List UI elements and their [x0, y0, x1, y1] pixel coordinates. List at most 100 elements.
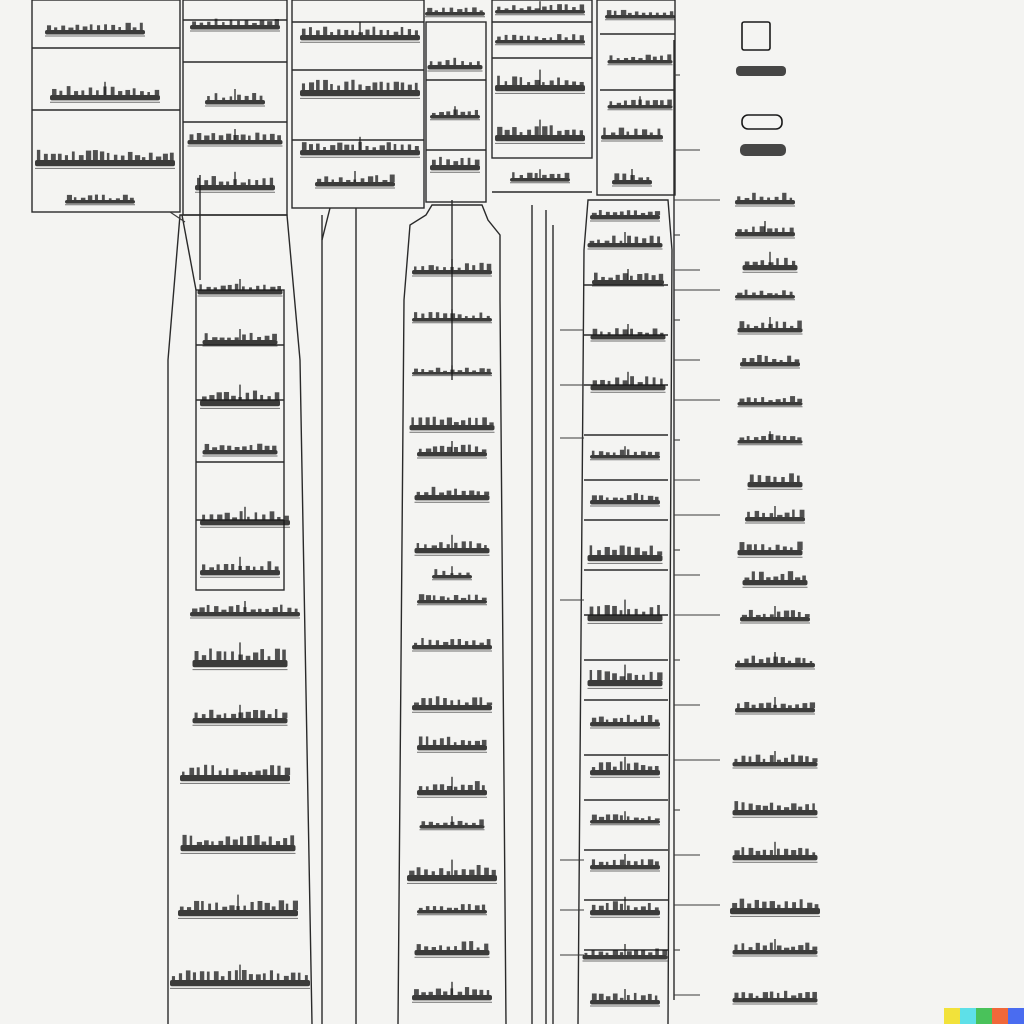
ship-superstructure: [790, 547, 793, 550]
ship-superstructure: [421, 637, 424, 645]
ship-superstructure: [626, 951, 632, 955]
ship-hull: [735, 708, 815, 713]
ship-superstructure: [474, 594, 478, 600]
ship-superstructure: [437, 61, 442, 65]
ship-superstructure: [769, 755, 774, 762]
ship-superstructure: [253, 652, 259, 660]
ship-superstructure: [92, 150, 98, 160]
ship-superstructure: [425, 417, 430, 425]
ship-superstructure: [407, 144, 412, 150]
ship-superstructure: [557, 34, 562, 40]
ship-superstructure: [308, 27, 312, 35]
ship-hull: [745, 517, 805, 522]
ship-superstructure: [638, 177, 643, 180]
ship-superstructure: [776, 945, 782, 950]
ship-superstructure: [504, 129, 510, 135]
ship-superstructure: [761, 322, 765, 328]
ship-superstructure: [769, 802, 774, 810]
ship-superstructure: [418, 736, 423, 745]
ship-superstructure: [755, 995, 759, 998]
ship-superstructure: [229, 19, 233, 25]
ship-superstructure: [476, 491, 480, 495]
ship-superstructure: [739, 321, 745, 328]
ship-superstructure: [486, 263, 492, 270]
ship-hull: [730, 908, 820, 915]
ship-hull: [607, 60, 673, 64]
connector-stub: [169, 211, 186, 223]
ship-superstructure: [598, 993, 604, 1000]
ship-superstructure: [227, 284, 232, 290]
ship-superstructure: [619, 545, 625, 555]
ship-superstructure: [654, 818, 660, 820]
ship-superstructure: [768, 400, 773, 402]
ship-superstructure: [484, 491, 490, 495]
ship-sketch: [592, 269, 664, 287]
ship-superstructure: [372, 82, 378, 90]
ship-superstructure: [607, 380, 611, 385]
ship-superstructure: [225, 836, 231, 845]
ship-superstructure: [375, 175, 379, 182]
ship-superstructure: [256, 285, 260, 290]
ship-superstructure: [589, 240, 595, 243]
ship-superstructure: [755, 754, 761, 762]
ship-superstructure: [484, 943, 489, 950]
ship-superstructure: [435, 823, 440, 825]
ship-superstructure: [776, 848, 780, 855]
ship-superstructure: [474, 446, 479, 452]
ship-hull: [747, 482, 803, 488]
ship-hull: [587, 555, 663, 562]
ship-superstructure: [527, 6, 532, 10]
ship-superstructure: [809, 660, 813, 663]
ship-superstructure: [460, 111, 466, 115]
ship-superstructure: [400, 26, 404, 35]
ship-superstructure: [393, 31, 399, 35]
ship-superstructure: [491, 869, 496, 875]
ship-superstructure: [812, 991, 817, 998]
ship-superstructure: [428, 312, 433, 318]
ship-superstructure: [780, 703, 786, 708]
ship-superstructure: [626, 763, 631, 770]
ship-superstructure: [46, 25, 52, 30]
ship-hull: [732, 762, 818, 767]
ship-superstructure: [467, 784, 473, 790]
ship-superstructure: [365, 145, 369, 150]
ship-superstructure: [453, 742, 457, 745]
ship-superstructure: [454, 542, 458, 548]
ship-superstructure: [647, 451, 653, 455]
ship-superstructure: [497, 36, 501, 40]
ship-superstructure: [223, 651, 227, 660]
ship-superstructure: [252, 22, 257, 25]
ship-superstructure: [641, 950, 646, 955]
ship-sketch: [732, 841, 818, 863]
ship-sketch: [612, 169, 652, 187]
ship-superstructure: [757, 354, 762, 362]
ship-superstructure: [744, 701, 750, 708]
ship-superstructure: [652, 56, 657, 60]
ship-superstructure: [637, 331, 643, 335]
ship-sketch: [495, 1, 585, 16]
watermark-blue: [1008, 1008, 1024, 1024]
ship-superstructure: [805, 804, 809, 810]
ship-hull: [190, 612, 300, 617]
ship-superstructure: [464, 641, 469, 645]
ship-superstructure: [630, 275, 633, 280]
ship-superstructure: [755, 614, 761, 617]
ship-superstructure: [382, 179, 388, 182]
ship-superstructure: [443, 822, 448, 825]
ship-superstructure: [87, 195, 93, 200]
ship-superstructure: [435, 367, 441, 372]
ship-superstructure: [626, 860, 631, 865]
ship-superstructure: [125, 22, 131, 30]
ship-sketch: [587, 232, 663, 250]
ship-superstructure: [220, 976, 225, 980]
device-sketch: [736, 66, 786, 76]
ship-superstructure: [598, 816, 605, 820]
ship-superstructure: [744, 658, 749, 663]
ship-superstructure: [122, 194, 128, 200]
ship-superstructure: [667, 99, 672, 105]
ship-superstructure: [421, 821, 426, 825]
ship-superstructure: [790, 325, 794, 328]
ship-superstructure: [589, 545, 593, 555]
ship-superstructure: [572, 129, 576, 135]
ship-superstructure: [154, 89, 160, 95]
